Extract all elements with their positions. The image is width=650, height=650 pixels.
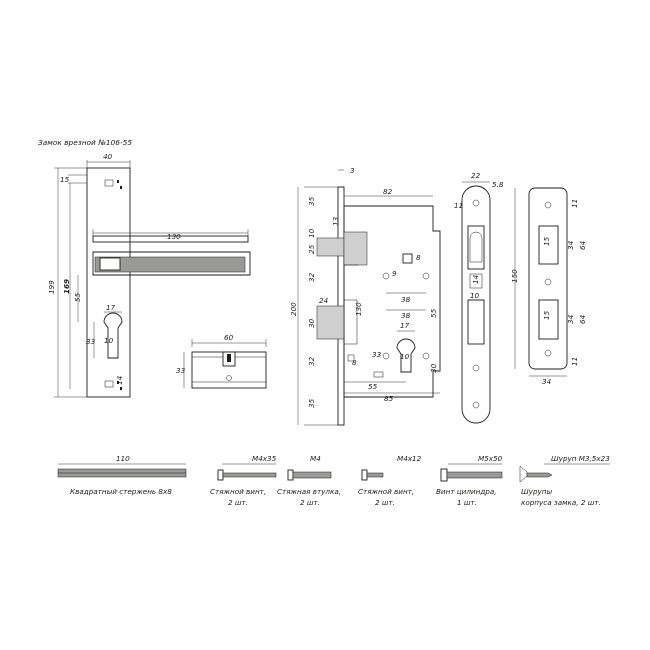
- drawing-title: Замок врезной №106-55: [38, 138, 132, 147]
- faceplate-d11-label: 11: [454, 201, 463, 210]
- screw-m4x12-label-1: Стяжной винт,: [358, 487, 414, 496]
- lock-d8b-label: 8: [352, 358, 357, 367]
- lock-d55b-label: 55: [368, 382, 378, 391]
- lock-d38-label: 38: [401, 295, 411, 304]
- cylinder-view: 60 33: [176, 333, 267, 389]
- lock-d25-label: 25: [307, 244, 316, 254]
- strike-d15-label: 15: [542, 236, 551, 246]
- lock-d35-top-label: 35: [307, 196, 316, 206]
- accessory-spindle: 110 Квадратный стержень 8х8: [57, 454, 187, 496]
- plate-top-hole-label: 15: [60, 175, 70, 184]
- spindle-dim-label: 110: [116, 454, 130, 463]
- lock-d55-label: 55: [429, 308, 438, 318]
- sleeve-m4-label-1: Стяжная втулка,: [277, 487, 341, 496]
- lock-d32-label: 32: [307, 272, 316, 282]
- lock-d200-label: 200: [289, 302, 298, 316]
- screw-m4x35-dim: M4x35: [252, 454, 277, 463]
- sleeve-m4-label-2: 2 шт.: [300, 498, 320, 507]
- plate-cyl-offset-label: 55: [73, 292, 82, 302]
- spindle-label: Квадратный стержень 8х8: [70, 487, 172, 496]
- plate-cyl-height-label: 33: [86, 337, 96, 346]
- lock-d10-label: 10: [307, 228, 316, 238]
- wood-screw-label-1: Шурупы: [521, 487, 552, 496]
- strike-plate-view: 150 11 15 34 64 15 34 64 11 34: [510, 187, 587, 386]
- lock-d9-label: 9: [392, 269, 397, 278]
- lock-d30-label: 30: [307, 318, 316, 328]
- handle-length-label: 130: [167, 232, 181, 241]
- accessory-wood-screws: Шуруп M3,5x23 Шурупы корпуса замка, 2 шт…: [519, 454, 610, 507]
- accessory-sleeve-m4: M4 Стяжная втулка, 2 шт.: [277, 454, 341, 507]
- faceplate-d10-label: 10: [470, 291, 480, 300]
- accessory-screw-m4x35: M4x35 Стяжной винт, 2 шт.: [210, 454, 277, 507]
- screw-m5x50-dim: M5x50: [478, 454, 503, 463]
- strike-d11-label: 11: [570, 199, 579, 208]
- lock-d130-label: 130: [354, 302, 363, 316]
- accessory-screw-m4x12: M4x12 Стяжной винт, 2 шт.: [358, 454, 422, 507]
- strike-width-label: 34: [542, 377, 552, 386]
- lock-d30b-label: 30: [429, 363, 438, 373]
- lock-d13-label: 13: [331, 216, 340, 226]
- faceplate-thickness-label: 5.8: [492, 180, 504, 189]
- lock-d24-label: 24: [319, 296, 329, 305]
- faceplate-width-label: 22: [471, 171, 481, 180]
- lock-d85-label: 85: [384, 394, 394, 403]
- sleeve-m4-dim: M4: [310, 454, 321, 463]
- wood-screw-label-2: корпуса замка, 2 шт.: [521, 498, 601, 507]
- lock-d10b-label: 10: [400, 352, 410, 361]
- screw-m4x12-label-2: 2 шт.: [375, 498, 395, 507]
- screw-m5x50-label-2: 1 шт.: [457, 498, 477, 507]
- wood-screw-dim: Шуруп M3,5x23: [551, 454, 610, 463]
- strike-d34-label: 34: [566, 240, 575, 250]
- plate-cyl-width-label: 17: [106, 303, 116, 312]
- plate-height-label: 199: [47, 280, 56, 294]
- strike-d64b-label: 64: [578, 314, 587, 324]
- strike-d64-label: 64: [578, 240, 587, 250]
- strike-d11b-label: 11: [570, 357, 579, 366]
- accessory-screw-m5x50: M5x50 Винт цилиндра, 1 шт.: [436, 454, 503, 507]
- plate-bottom-hole-label: 14: [115, 375, 124, 385]
- faceplate-view: 22 5.8 11 14 10: [454, 171, 504, 424]
- screw-m4x12-dim: M4x12: [397, 454, 422, 463]
- handle-plate-view: 40 15 199 169 130 17 10 33 55: [47, 152, 251, 398]
- strike-length-label: 150: [510, 269, 519, 283]
- screw-m5x50-label-1: Винт цилиндра,: [436, 487, 497, 496]
- faceplate-d14-label: 14: [471, 274, 480, 284]
- cylinder-length-label: 60: [224, 333, 234, 342]
- lock-d32b-label: 32: [307, 356, 316, 366]
- lock-d17-label: 17: [400, 321, 410, 330]
- lock-d35-bottom-label: 35: [307, 398, 316, 408]
- plate-inner-height-label: 169: [62, 279, 71, 294]
- lock-body-view: 3 82 35 10 13 25 200 24 30 32 32 35 8 9 …: [289, 166, 441, 426]
- lock-d8-label: 8: [416, 253, 421, 262]
- cylinder-height-label: 33: [176, 366, 186, 375]
- plate-cyl-center-label: 10: [104, 336, 114, 345]
- screw-m4x35-label-2: 2 шт.: [228, 498, 248, 507]
- lock-d33-label: 33: [372, 350, 382, 359]
- strike-d34b-label: 34: [566, 314, 575, 324]
- plate-width-label: 40: [103, 152, 113, 161]
- lock-d38b-label: 38: [401, 311, 411, 320]
- lock-plate-thickness-label: 3: [350, 166, 355, 175]
- strike-d15b-label: 15: [542, 310, 551, 320]
- lock-width-label: 82: [383, 187, 393, 196]
- screw-m4x35-label-1: Стяжной винт,: [210, 487, 266, 496]
